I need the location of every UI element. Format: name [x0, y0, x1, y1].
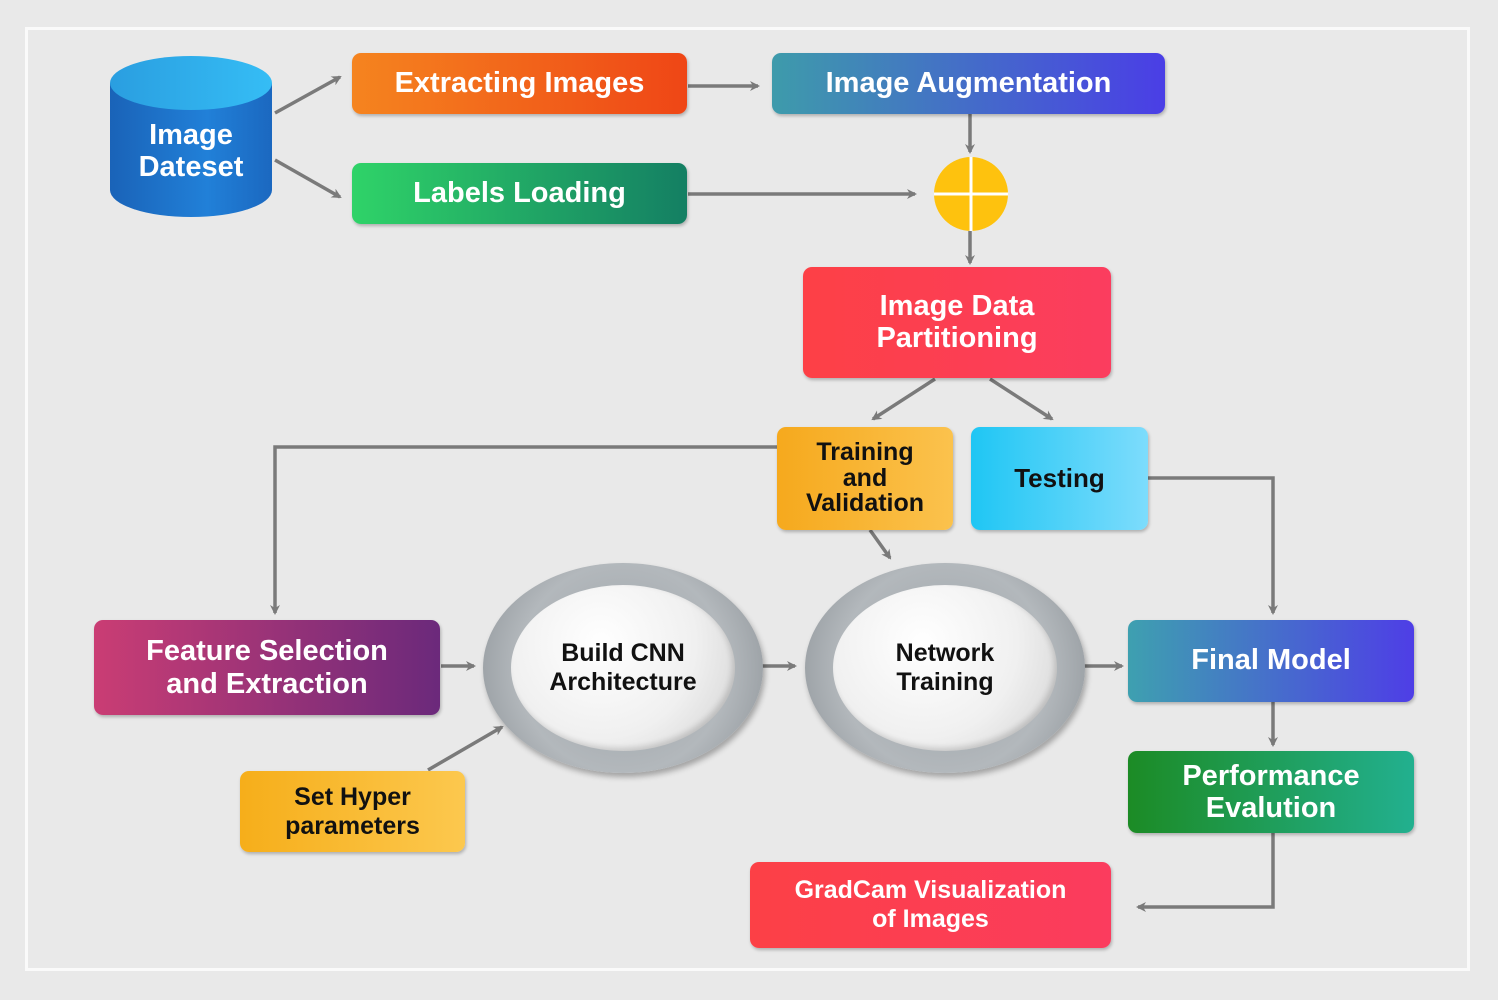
edge-training-network — [868, 528, 892, 560]
image-augmentation-label: Image Augmentation — [825, 66, 1112, 99]
network-training-label-1: Network — [895, 639, 995, 668]
diagram-frame — [25, 27, 1470, 971]
training-label-2: and — [842, 463, 888, 492]
feature-label-2: and Extraction — [166, 667, 368, 700]
training-label-3: Validation — [805, 489, 925, 518]
performance-evaluation-node: Performance Evalution — [1128, 751, 1414, 833]
extracting-images-node: Extracting Images — [352, 53, 687, 114]
edge-partitioning-testing — [989, 377, 1054, 421]
database-icon — [110, 56, 272, 217]
image-dataset-label-1: Image — [149, 119, 233, 151]
gradcam-label-2: of Images — [872, 905, 989, 933]
final-model-node: Final Model — [1128, 620, 1414, 702]
edge-partitioning-training — [871, 377, 936, 421]
image-data-partitioning-node: Image Data Partitioning — [803, 267, 1111, 378]
image-dataset-label-2: Dateset — [138, 151, 244, 184]
training-label-1: Training — [816, 438, 914, 467]
labels-loading-node: Labels Loading — [352, 163, 687, 224]
extracting-images-label: Extracting Images — [394, 66, 645, 99]
final-model-label: Final Model — [1191, 644, 1351, 677]
image-dataset-node: Image Dateset — [108, 55, 274, 220]
training-validation-node: Training and Validation — [777, 427, 953, 530]
build-cnn-node: Build CNN Architecture — [511, 585, 735, 751]
edge-hyper-buildcnn — [427, 725, 504, 772]
partitioning-label-2: Partitioning — [876, 321, 1038, 354]
hyper-label-1: Set Hyper — [294, 782, 411, 811]
edge-dataset-labels — [274, 158, 342, 199]
edge-training-feature — [270, 445, 778, 615]
testing-label: Testing — [1014, 463, 1105, 494]
performance-label-2: Evalution — [1205, 792, 1337, 824]
testing-node: Testing — [971, 427, 1148, 530]
edge-testing-final — [1148, 476, 1278, 615]
labels-loading-label: Labels Loading — [413, 176, 626, 209]
build-cnn-label-1: Build CNN — [561, 639, 685, 668]
network-training-node: Network Training — [833, 585, 1057, 751]
set-hyperparameters-node: Set Hyper parameters — [240, 771, 465, 852]
gradcam-label-1: GradCam Visualization — [794, 876, 1067, 905]
edge-performance-gradcam — [1136, 833, 1275, 912]
hyper-label-2: parameters — [285, 811, 420, 840]
build-cnn-ring: Build CNN Architecture — [483, 563, 763, 773]
feature-selection-node: Feature Selection and Extraction — [94, 620, 440, 715]
partitioning-label-1: Image Data — [879, 289, 1035, 322]
edge-dataset-extracting — [274, 75, 342, 115]
network-training-ring: Network Training — [805, 563, 1085, 773]
gradcam-node: GradCam Visualization of Images — [750, 862, 1111, 948]
network-training-label-2: Training — [896, 668, 994, 696]
performance-label-1: Performance — [1182, 759, 1360, 792]
build-cnn-label-2: Architecture — [549, 668, 697, 696]
image-augmentation-node: Image Augmentation — [772, 53, 1165, 114]
merge-plus-circle-icon — [934, 157, 1008, 231]
feature-label-1: Feature Selection — [146, 635, 388, 668]
